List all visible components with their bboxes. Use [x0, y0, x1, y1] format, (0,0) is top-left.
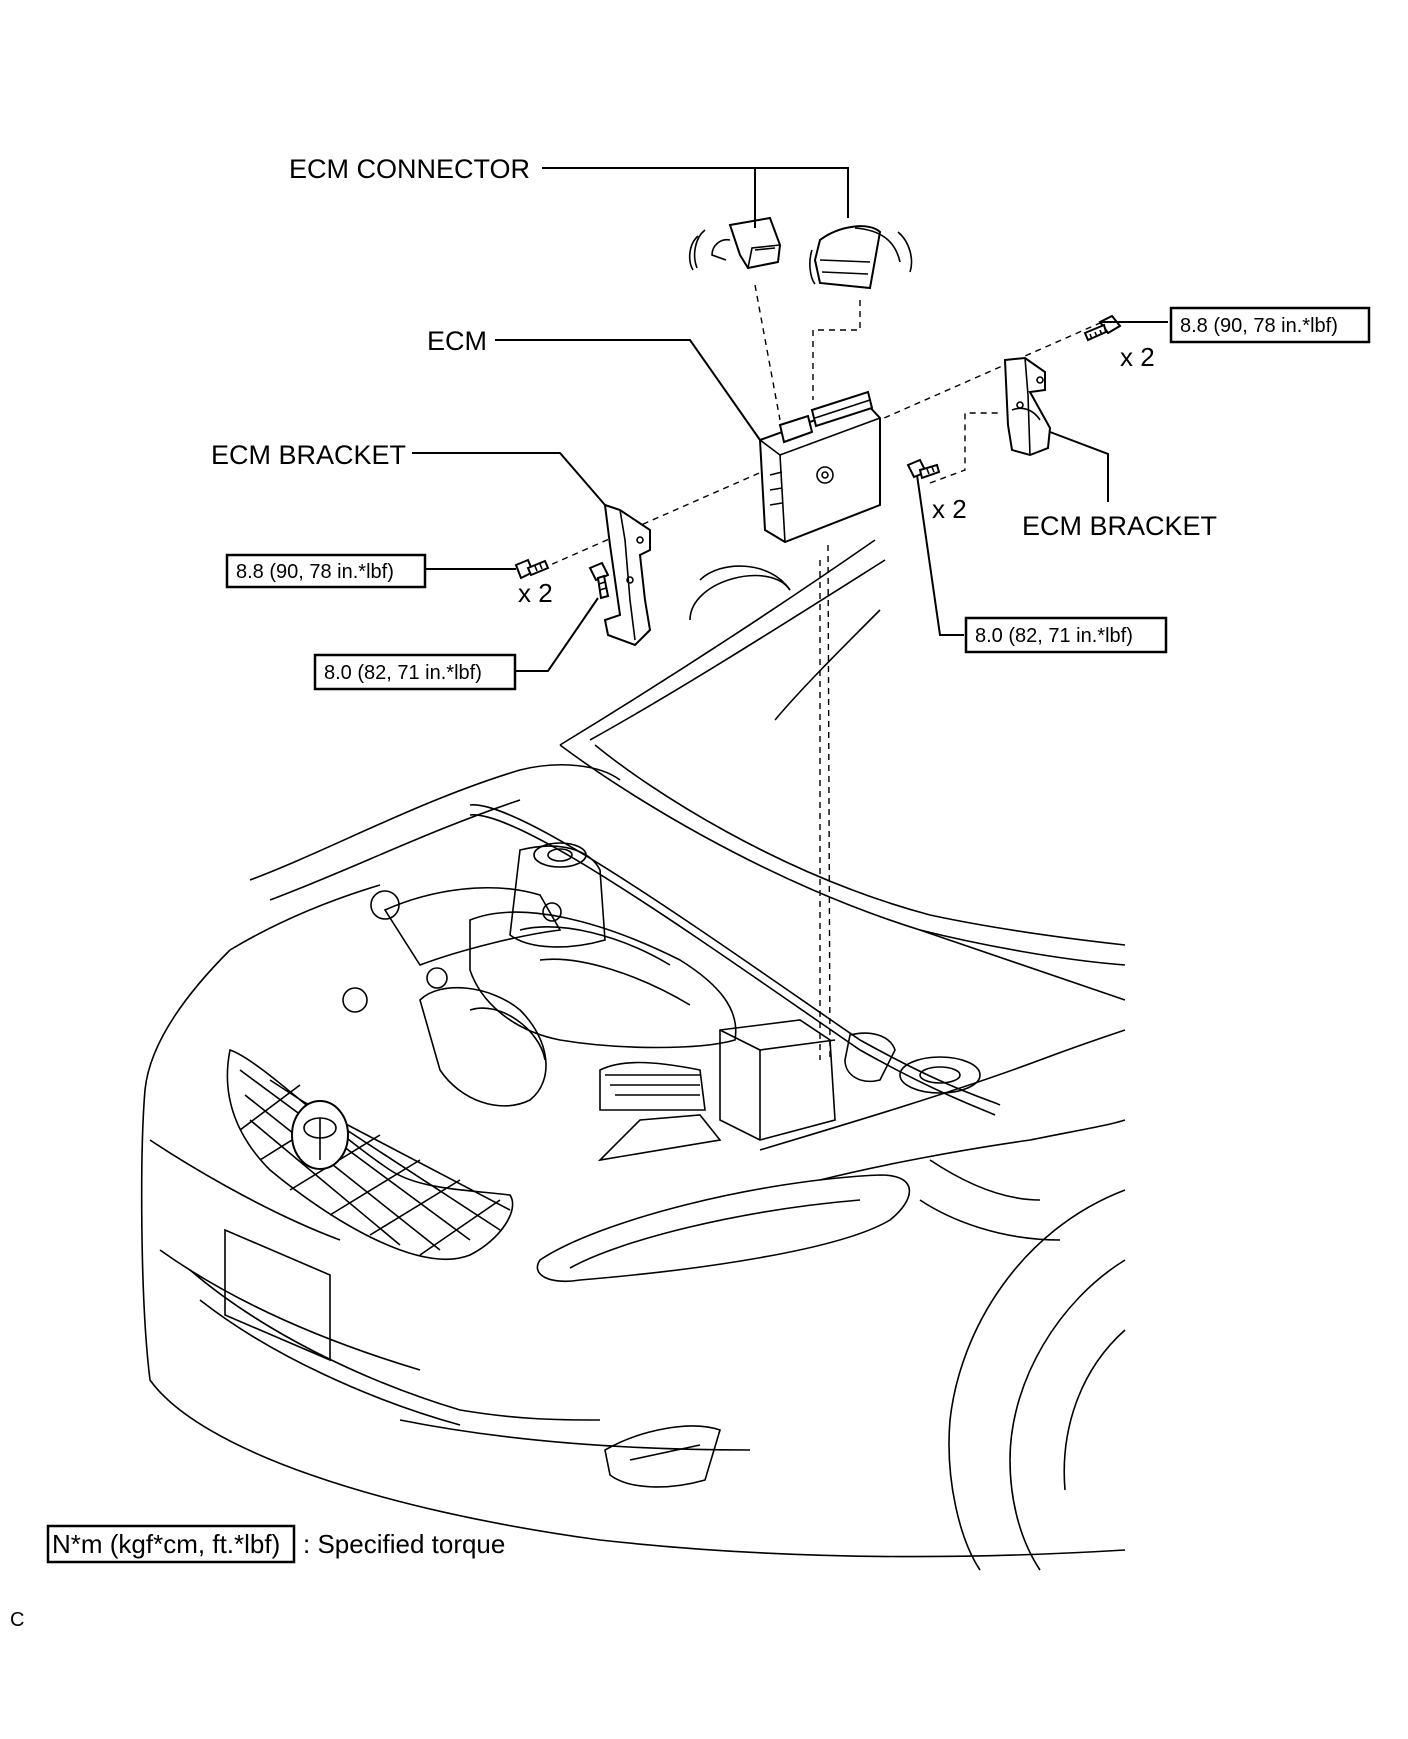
label-ecm-connector: ECM CONNECTOR	[289, 154, 530, 184]
torque-spec-upper-right: 8.8 (90, 78 in.*lbf)	[1169, 306, 1371, 344]
ecm-connector-right-part	[809, 225, 913, 290]
quantity-upper-right: x 2	[1120, 342, 1155, 372]
label-ecm-bracket-right: ECM BRACKET	[1022, 511, 1217, 541]
ecm-connector-left-part	[688, 216, 782, 271]
torque-text-left-upper: 8.8 (90, 78 in.*lbf)	[236, 561, 394, 583]
bolt-upper-right-icon	[1083, 314, 1122, 342]
vehicle-front-drawing	[140, 539, 1126, 1571]
ecm-bracket-left-part	[603, 503, 652, 647]
quantity-right-lower: x 2	[932, 494, 967, 524]
grille-mesh	[239, 1069, 511, 1256]
torque-spec-left-lower: 8.0 (82, 71 in.*lbf)	[313, 653, 517, 691]
torque-text-left-lower: 8.0 (82, 71 in.*lbf)	[324, 662, 482, 684]
torque-spec-right-lower: 8.0 (82, 71 in.*lbf)	[964, 616, 1168, 654]
legend-unit-box: N*m (kgf*cm, ft.*lbf)	[52, 1529, 280, 1559]
corner-code: C	[10, 1609, 24, 1631]
legend-description: : Specified torque	[303, 1529, 505, 1559]
torque-text-upper-right: 8.8 (90, 78 in.*lbf)	[1180, 315, 1338, 337]
torque-text-right-lower: 8.0 (82, 71 in.*lbf)	[975, 625, 1133, 647]
label-ecm: ECM	[427, 326, 487, 356]
bolt-right-lower-icon	[906, 458, 941, 480]
leader-lines	[412, 167, 1168, 672]
torque-spec-left-upper: 8.8 (90, 78 in.*lbf)	[225, 553, 427, 589]
torque-legend: N*m (kgf*cm, ft.*lbf) : Specified torque	[46, 1524, 505, 1564]
bolt-left-upper-icon	[514, 558, 550, 580]
quantity-left: x 2	[518, 578, 553, 608]
ecm-unit-part	[758, 390, 881, 544]
bolt-left-lower-icon	[588, 561, 610, 600]
label-ecm-bracket-left: ECM BRACKET	[211, 440, 406, 470]
ecm-bracket-right-part	[1003, 356, 1052, 457]
